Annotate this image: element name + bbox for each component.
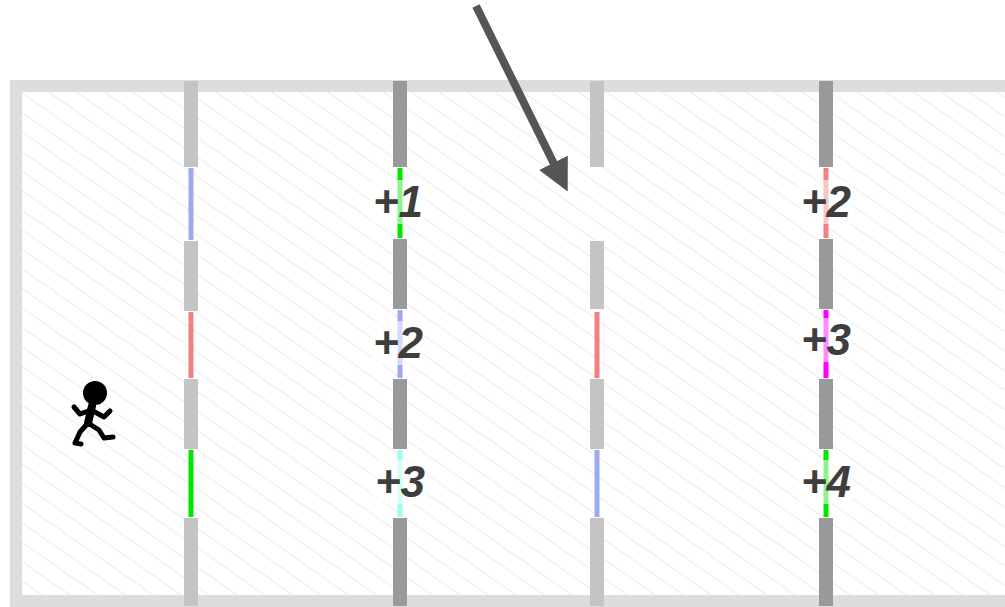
floor xyxy=(16,86,1005,601)
door-bonus: +3 xyxy=(799,318,853,362)
door xyxy=(189,450,194,517)
wall-segment xyxy=(590,241,604,309)
walls xyxy=(184,81,833,606)
wall-segment xyxy=(590,81,604,167)
wall-segment xyxy=(184,379,198,449)
wall-segment xyxy=(819,379,833,449)
pointer-arrow xyxy=(476,6,562,180)
runner-figure xyxy=(74,381,113,444)
door xyxy=(189,168,194,240)
wall-segment xyxy=(819,518,833,606)
door xyxy=(595,312,600,378)
wall-segment xyxy=(393,518,407,606)
wall-segment xyxy=(819,239,833,309)
outer-wall xyxy=(16,86,1005,601)
wall-segment xyxy=(819,81,833,167)
wall-segment xyxy=(590,379,604,449)
wall-segment xyxy=(184,518,198,606)
wall-segment xyxy=(184,241,198,311)
wall-segment xyxy=(393,379,407,449)
wall-segment xyxy=(590,518,604,606)
door-bonus: +3 xyxy=(373,460,427,504)
wall-segment xyxy=(184,81,198,167)
wall-segment xyxy=(393,239,407,309)
door-bonus: +2 xyxy=(799,180,853,224)
door-bonus: +2 xyxy=(371,321,425,365)
wall-segment xyxy=(393,81,407,167)
door-bonus: +4 xyxy=(799,460,853,504)
door xyxy=(595,450,600,517)
door-bonus: +1 xyxy=(371,180,425,224)
door xyxy=(189,312,194,378)
